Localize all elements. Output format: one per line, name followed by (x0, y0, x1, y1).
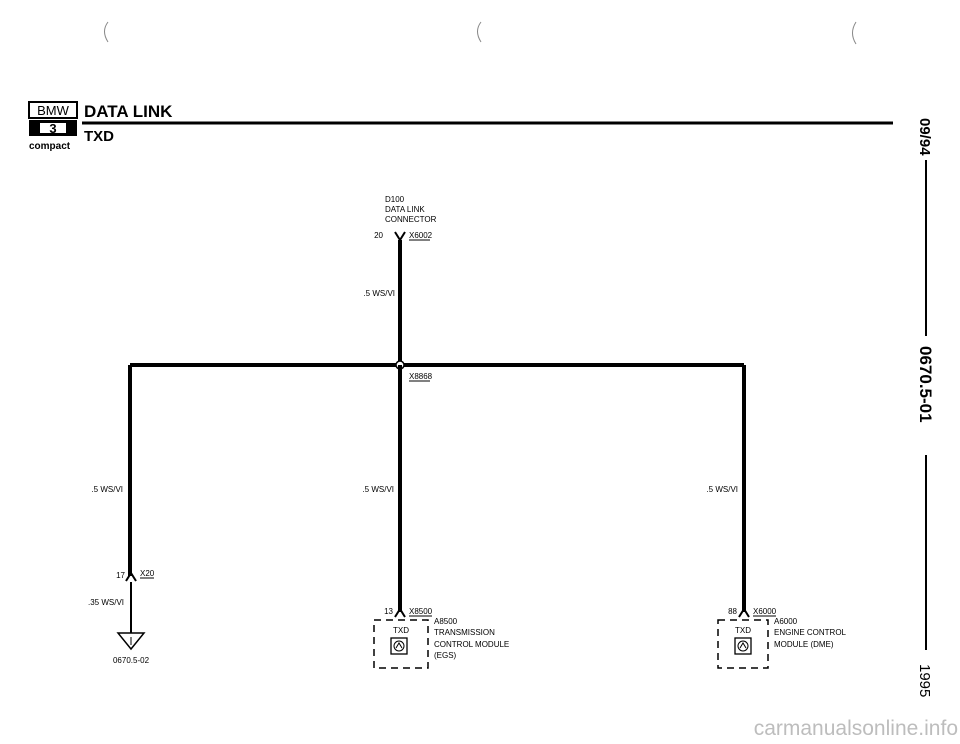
connector-x8500-symbol (394, 607, 406, 618)
d100-label-line: D100 (385, 195, 405, 204)
dme-ref: X6000 (753, 607, 777, 616)
watermark: carmanualsonline.info (754, 717, 958, 740)
date-label: 09/94 (916, 118, 933, 156)
dme-module-ref: A6000 (774, 617, 798, 626)
dme-module-line: MODULE (DME) (774, 640, 834, 649)
egs-module-line: (EGS) (434, 651, 457, 660)
egs-module-line: CONTROL MODULE (434, 640, 509, 649)
connector-x20-symbol (125, 571, 137, 582)
dme-box-label: TXD (735, 626, 751, 635)
x20-pin: 17 (116, 571, 125, 580)
egs-box-label: TXD (393, 626, 409, 635)
d100-ref: X6002 (409, 231, 433, 240)
brand-text: BMW (37, 103, 70, 118)
wire-right-label: .5 WS/VI (706, 485, 738, 494)
x20-ref: X20 (140, 569, 155, 578)
egs-module-box (373, 619, 429, 669)
module-icon (734, 637, 752, 655)
connector-x6000-symbol (738, 607, 750, 618)
dme-module-line: ENGINE CONTROL (774, 628, 847, 637)
year-label: 1995 (916, 664, 933, 697)
wire-left-lower-label: .35 WS/VI (88, 598, 124, 607)
connector-d100-symbol (394, 231, 406, 242)
d100-pin: 20 (374, 231, 383, 240)
side-strip: 09/94 0670.5-01 1995 (916, 118, 935, 697)
egs-module-ref: A8500 (434, 617, 458, 626)
bmw-logo: BMW 3 (28, 101, 78, 136)
scan-mark (104, 21, 109, 43)
doc-number: 0670.5-01 (916, 346, 935, 423)
egs-ref: X8500 (409, 607, 433, 616)
d100-label-line: CONNECTOR (385, 215, 437, 224)
scan-mark (477, 21, 482, 43)
model-text: compact (29, 141, 71, 152)
page-title: DATA LINK (84, 102, 173, 121)
continuation-ref: 0670.5-02 (113, 656, 150, 665)
scan-mark (852, 21, 857, 45)
d100-label-line: DATA LINK (385, 205, 425, 214)
egs-pin: 13 (384, 607, 393, 616)
continuation-arrow-icon (116, 632, 146, 651)
wire-top-label: .5 WS/VI (363, 289, 395, 298)
wire-center-label: .5 WS/VI (362, 485, 394, 494)
series-text: 3 (49, 121, 56, 136)
page-subtitle: TXD (84, 128, 114, 145)
wire-left-label: .5 WS/VI (91, 485, 123, 494)
egs-module-line: TRANSMISSION (434, 628, 495, 637)
module-icon (390, 637, 408, 655)
splice-ref: X8868 (409, 372, 433, 381)
dme-module-box (717, 619, 769, 669)
dme-pin: 88 (728, 607, 737, 616)
